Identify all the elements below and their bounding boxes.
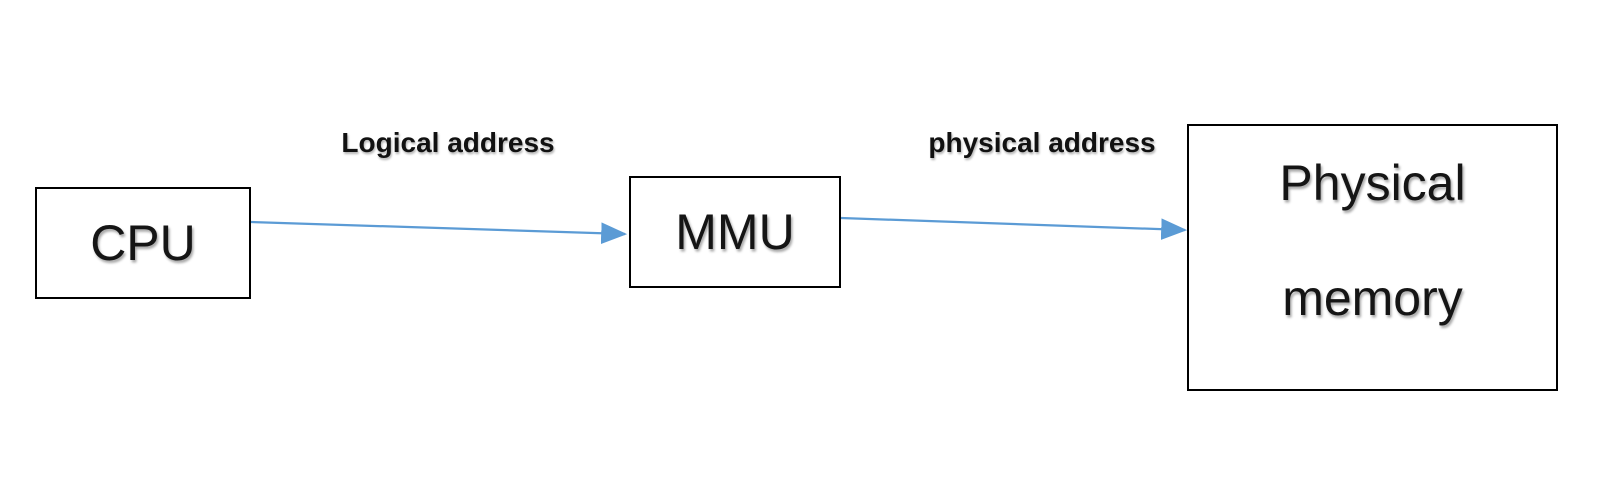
node-mmu-label: MMU	[675, 204, 795, 260]
node-cpu: CPU	[35, 187, 251, 299]
node-physical-memory: Physical memory	[1187, 124, 1558, 391]
edge-label-physical-address: physical address	[928, 127, 1156, 158]
node-mmu: MMU	[629, 176, 841, 288]
edge-label-logical-address: Logical address	[341, 127, 555, 158]
arrow-cpu-to-mmu	[250, 220, 628, 245]
node-physical-memory-label-line2: memory	[1282, 270, 1463, 326]
node-cpu-label: CPU	[90, 215, 196, 271]
arrow-mmu-to-physical-memory	[840, 216, 1188, 240]
node-physical-memory-label-line1: Physical	[1279, 155, 1466, 211]
